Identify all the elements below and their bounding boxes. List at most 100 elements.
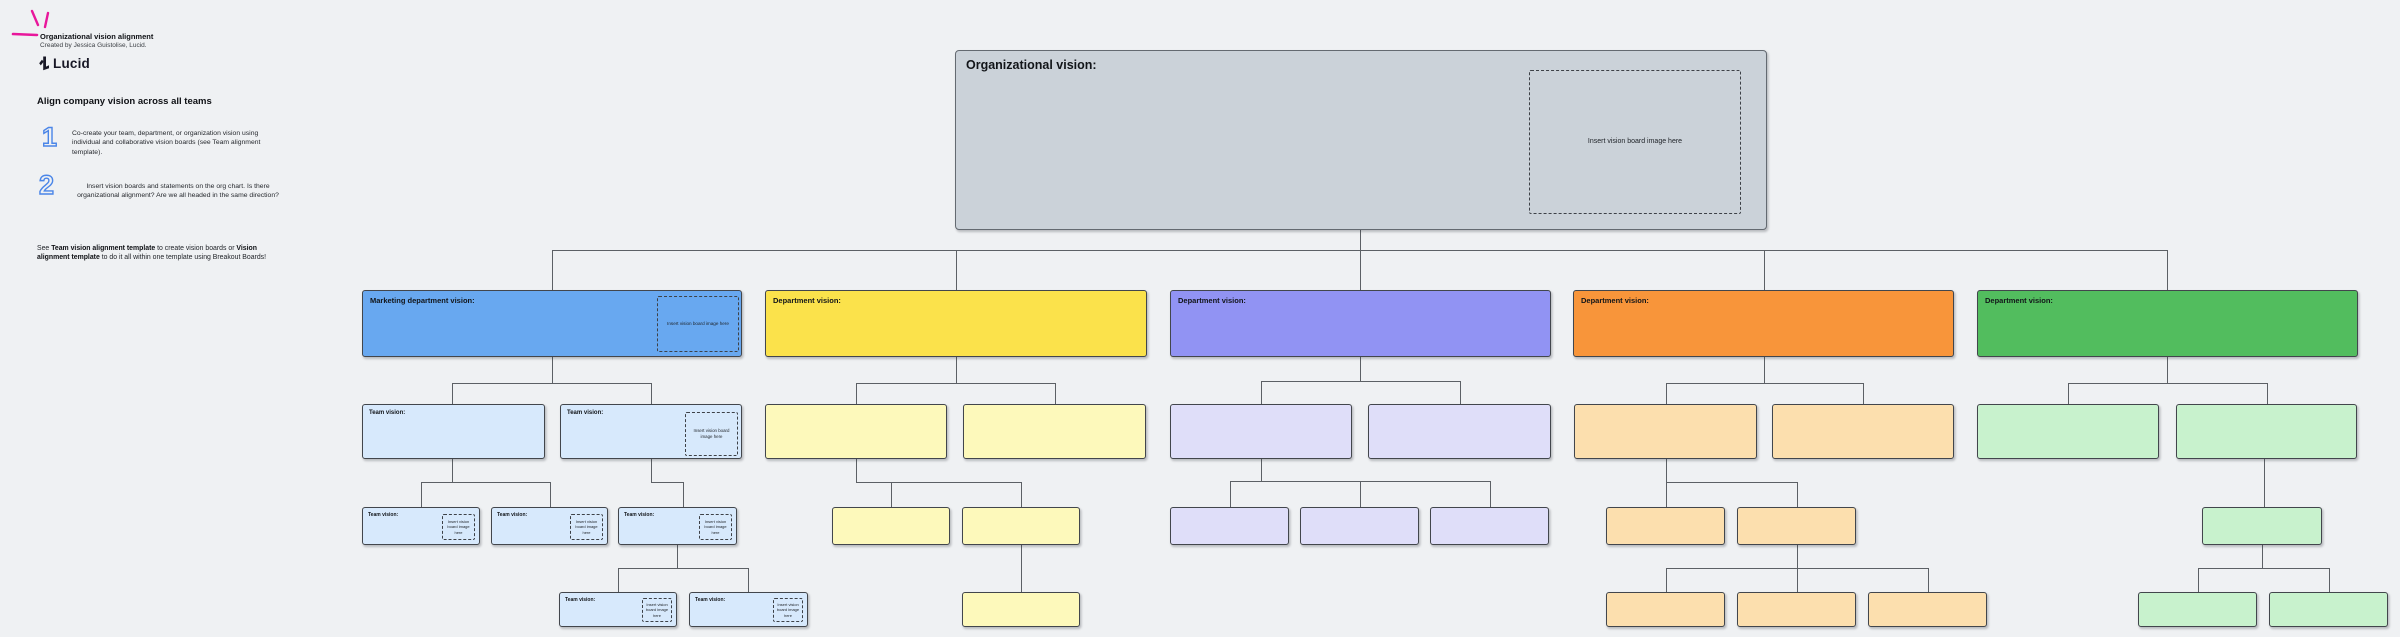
connector-line: [1460, 381, 1461, 404]
team-box-orange-1[interactable]: [1574, 404, 1757, 459]
marketing-dept-vision-box[interactable]: Marketing department vision: Insert visi…: [362, 290, 742, 357]
leaf-box-yellow-1[interactable]: [962, 592, 1080, 627]
connector-line: [618, 568, 748, 569]
dept-vision-box-purple[interactable]: Department vision:: [1170, 290, 1551, 357]
team-box-yellow-1[interactable]: [765, 404, 947, 459]
team-vision-box-blue-leaf-2[interactable]: Team vision: Insert vision board image h…: [689, 592, 808, 627]
connector-line: [452, 383, 453, 404]
connector-line: [2167, 250, 2168, 290]
connector-line: [421, 482, 551, 483]
leaf-box-orange-2[interactable]: [1737, 592, 1856, 627]
connector-line: [1021, 482, 1022, 507]
team-vision-label: Team vision:: [695, 597, 726, 603]
connector-line: [651, 482, 684, 483]
connector-line: [2262, 545, 2263, 568]
leaf-box-green-1[interactable]: [2138, 592, 2257, 627]
insert-image-placeholder[interactable]: Insert vision board image here: [1529, 70, 1741, 214]
team-box-orange-2[interactable]: [1772, 404, 1954, 459]
sub-box-green-1[interactable]: [2202, 507, 2322, 545]
dept-vision-box-yellow[interactable]: Department vision:: [765, 290, 1147, 357]
connector-line: [2068, 383, 2069, 404]
lucid-wordmark: Lucid: [53, 55, 90, 71]
connector-line: [452, 459, 453, 483]
insert-image-placeholder[interactable]: Insert vision board image here: [657, 296, 739, 352]
team-vision-label: Team vision:: [624, 512, 655, 518]
dept-vision-box-orange[interactable]: Department vision:: [1573, 290, 1954, 357]
sub-box-orange-2[interactable]: [1737, 507, 1856, 545]
connector-line: [677, 545, 678, 568]
step-1-number: 1: [41, 122, 58, 152]
team-vision-box-blue-2[interactable]: Team vision: Insert vision board image h…: [560, 404, 742, 459]
insert-image-placeholder[interactable]: Insert vision board image here: [699, 514, 732, 540]
leaf-box-green-2[interactable]: [2269, 592, 2388, 627]
sub-box-yellow-1[interactable]: [832, 507, 950, 545]
dept-vision-label: Department vision:: [1581, 296, 1649, 305]
connector-line: [1666, 482, 1797, 483]
connector-line: [1490, 481, 1491, 507]
sparkle-decoration: [11, 9, 50, 37]
template-title: Organizational vision alignment: [40, 32, 154, 41]
dept-vision-box-green[interactable]: Department vision:: [1977, 290, 2358, 357]
connector-line: [1797, 545, 1798, 568]
insert-placeholder-text: Insert vision board image here: [447, 519, 470, 535]
connector-line: [1666, 383, 1863, 384]
insert-image-placeholder[interactable]: Insert vision board image here: [442, 514, 475, 540]
footer-note: See Team vision alignment template to cr…: [37, 244, 287, 263]
team-box-green-2[interactable]: [2176, 404, 2357, 459]
leaf-box-orange-3[interactable]: [1868, 592, 1987, 627]
connector-line: [550, 482, 551, 507]
team-box-green-1[interactable]: [1977, 404, 2159, 459]
insert-image-placeholder[interactable]: Insert vision board image here: [642, 598, 672, 622]
insert-placeholder-text: Insert vision board image here: [1587, 138, 1683, 146]
connector-line: [2329, 568, 2330, 592]
team-vision-box-blue-1[interactable]: Team vision:: [362, 404, 545, 459]
dept-vision-label: Department vision:: [1178, 296, 1246, 305]
connector-line: [1360, 250, 1361, 290]
team-box-purple-2[interactable]: [1368, 404, 1551, 459]
insert-placeholder-text: Insert vision board image here: [693, 428, 730, 439]
team-box-yellow-2[interactable]: [963, 404, 1146, 459]
connector-line: [856, 383, 857, 404]
step-1-text: Co-create your team, department, or orga…: [72, 130, 261, 156]
marketing-dept-label: Marketing department vision:: [370, 296, 475, 305]
connector-line: [1261, 459, 1262, 481]
dept-vision-label: Department vision:: [1985, 296, 2053, 305]
insert-image-placeholder[interactable]: Insert vision board image here: [773, 598, 803, 622]
insert-image-placeholder[interactable]: Insert vision board image here: [570, 514, 603, 540]
team-vision-box-blue-sub-3[interactable]: Team vision: Insert vision board image h…: [618, 507, 737, 545]
org-vision-box[interactable]: Organizational vision: Insert vision boa…: [955, 50, 1767, 230]
connector-line: [1055, 383, 1056, 404]
connector-line: [1360, 481, 1361, 507]
footer-text: to do it all within one template using B…: [99, 254, 267, 262]
sub-box-purple-2[interactable]: [1300, 507, 1419, 545]
connector-line: [651, 459, 652, 483]
insert-image-placeholder[interactable]: Insert vision board image here: [685, 412, 738, 456]
connector-line: [1360, 357, 1361, 381]
connector-line: [452, 383, 652, 384]
connector-line: [856, 383, 1056, 384]
connector-line: [856, 482, 1022, 483]
connector-line: [1797, 482, 1798, 507]
connector-line: [1230, 481, 1231, 507]
connector-line: [956, 250, 957, 290]
connector-line: [2264, 459, 2265, 507]
team-box-purple-1[interactable]: [1170, 404, 1352, 459]
connector-line: [1261, 381, 1461, 382]
sub-box-orange-1[interactable]: [1606, 507, 1725, 545]
team-vision-box-blue-leaf-1[interactable]: Team vision: Insert vision board image h…: [559, 592, 677, 627]
sub-box-yellow-2[interactable]: [962, 507, 1080, 545]
connector-line: [748, 568, 749, 592]
insert-placeholder-text: Insert vision board image here: [776, 602, 800, 618]
connector-line: [2198, 568, 2329, 569]
leaf-box-orange-1[interactable]: [1606, 592, 1725, 627]
connector-line: [1666, 568, 1667, 592]
connector-line: [683, 482, 684, 507]
team-vision-box-blue-sub-1[interactable]: Team vision: Insert vision board image h…: [362, 507, 480, 545]
team-vision-label: Team vision:: [369, 410, 406, 416]
team-vision-box-blue-sub-2[interactable]: Team vision: Insert vision board image h…: [491, 507, 608, 545]
sub-box-purple-3[interactable]: [1430, 507, 1549, 545]
insert-placeholder-text: Insert vision board image here: [575, 519, 598, 535]
sub-box-purple-1[interactable]: [1170, 507, 1289, 545]
connector-line: [1666, 459, 1667, 507]
